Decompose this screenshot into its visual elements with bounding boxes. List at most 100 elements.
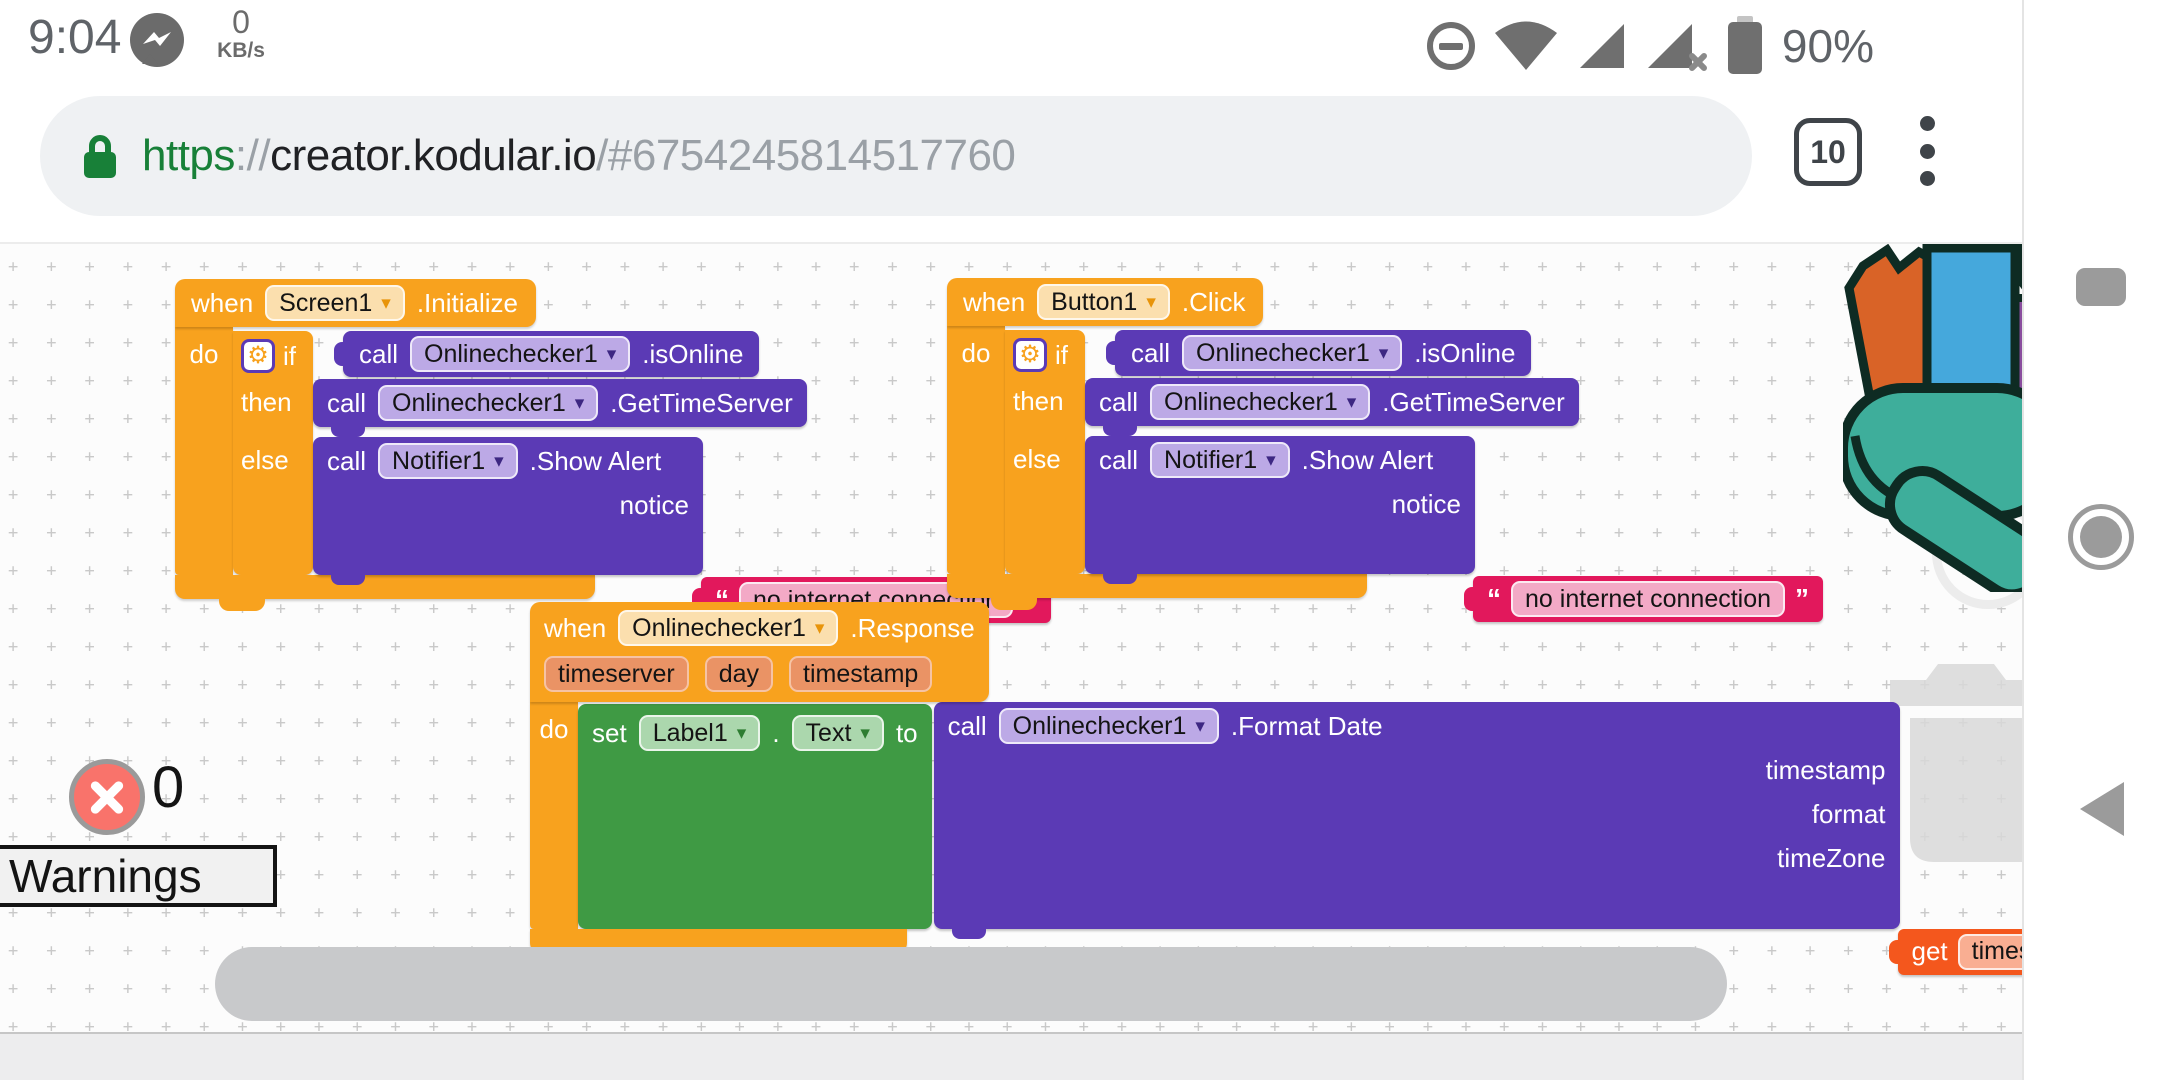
when-label: when xyxy=(963,286,1026,317)
method-name: .Show Alert xyxy=(529,445,662,476)
if-label: if xyxy=(1055,339,1068,370)
url-text[interactable]: https://creator.kodular.io/#675424581451… xyxy=(142,131,1016,181)
do-slot: do xyxy=(175,327,233,575)
do-not-disturb-icon xyxy=(1426,22,1475,70)
call-isonline-block[interactable]: call Onlinechecker1 .isOnline xyxy=(1115,330,1532,376)
blocks-workspace[interactable]: ++++++++++++++++++++++++++++++++++++++++… xyxy=(0,242,2022,1032)
then-label: then xyxy=(241,387,292,417)
event-header[interactable]: when Button1 .Click xyxy=(947,278,1264,326)
call-label: call xyxy=(947,710,987,741)
call-gettimeserver-block[interactable]: call Onlinechecker1 .GetTimeServer xyxy=(1085,378,1579,436)
call-label: call xyxy=(1131,337,1171,368)
do-slot: do xyxy=(530,702,578,929)
do-slot: do xyxy=(947,326,1005,574)
browser-menu-button[interactable] xyxy=(1920,116,1936,186)
block-when-button1-click[interactable]: when Button1 .Click do if cal xyxy=(947,278,1824,622)
recents-button[interactable] xyxy=(2076,268,2126,306)
back-button[interactable] xyxy=(2080,782,2124,836)
component-dropdown[interactable]: Screen1 xyxy=(265,285,405,321)
status-bar: 9:04 0 KB/s xyxy=(0,0,2022,92)
component-dropdown[interactable]: Label1 xyxy=(638,715,761,751)
block-when-screen1-initialize[interactable]: when Screen1 .Initialize do if xyxy=(175,279,1052,623)
tab-switcher-button[interactable]: 10 xyxy=(1794,118,1862,186)
do-label: do xyxy=(961,338,991,368)
horizontal-scrollbar[interactable] xyxy=(215,947,1727,1021)
trash-can-icon[interactable] xyxy=(1890,656,2022,868)
home-button[interactable] xyxy=(2068,504,2134,570)
param-timestamp[interactable]: timestamp xyxy=(789,656,933,692)
call-showalert-block[interactable]: call Notifier1 .Show Alert notice “ no i… xyxy=(1085,436,1824,622)
do-label: do xyxy=(189,339,219,369)
arg-label-timestamp: timestamp xyxy=(1765,754,1886,785)
component-dropdown[interactable]: Onlinechecker1 xyxy=(1150,384,1371,420)
network-speed-value: 0 xyxy=(232,4,250,40)
call-showalert-block[interactable]: call Notifier1 .Show Alert notice “ no i… xyxy=(313,437,1052,623)
component-dropdown[interactable]: Onlinechecker1 xyxy=(378,385,599,421)
event-name: .Response xyxy=(850,612,975,643)
url-bar[interactable]: https://creator.kodular.io/#675424581451… xyxy=(40,96,1752,216)
call-format-date-block[interactable]: call Onlinechecker1 .Format Date timesta… xyxy=(933,702,2022,975)
when-label: when xyxy=(191,287,254,318)
url-path: /#6754245814517760 xyxy=(596,131,1016,180)
call-isonline-block[interactable]: call Onlinechecker1 .isOnline xyxy=(343,331,760,377)
errors-count: 0 xyxy=(152,755,185,820)
event-name: .Click xyxy=(1181,286,1246,317)
else-label: else xyxy=(1013,444,1061,474)
call-label: call xyxy=(327,445,367,476)
text-value-block[interactable]: “ no internet connection ” xyxy=(1473,576,1824,622)
quote-open: “ xyxy=(1487,583,1502,614)
page-bottom-strip xyxy=(0,1032,2022,1080)
set-label1-text-block[interactable]: set Label1 . Text to xyxy=(578,704,932,929)
text-value[interactable]: no internet connection xyxy=(1511,581,1786,617)
dot-label: . xyxy=(772,717,780,748)
errors-icon[interactable] xyxy=(69,759,145,835)
component-dropdown[interactable]: Onlinechecker1 xyxy=(998,708,1219,744)
network-speed-indicator: 0 KB/s xyxy=(196,6,286,61)
secure-lock-icon[interactable] xyxy=(80,132,120,180)
event-params: timeserver day timestamp xyxy=(544,654,975,694)
event-name: .Initialize xyxy=(416,287,518,318)
property-dropdown[interactable]: Text xyxy=(791,715,884,751)
method-name: .isOnline xyxy=(642,338,744,369)
url-scheme: https xyxy=(142,131,235,180)
if-label: if xyxy=(283,340,296,371)
method-name: .Format Date xyxy=(1230,710,1383,741)
method-name: .Show Alert xyxy=(1301,444,1434,475)
mutator-gear-icon[interactable] xyxy=(241,339,275,373)
battery-percent: 90% xyxy=(1781,20,1874,72)
if-block[interactable]: if call Onlinechecker1 .isOnline then ca… xyxy=(1005,326,1824,622)
mutator-gear-icon[interactable] xyxy=(1013,338,1047,372)
messenger-notification-icon xyxy=(130,13,184,67)
call-label: call xyxy=(327,387,367,418)
set-label: set xyxy=(592,717,627,748)
param-timeserver[interactable]: timeserver xyxy=(544,656,689,692)
component-dropdown[interactable]: Notifier1 xyxy=(378,443,518,479)
component-dropdown[interactable]: Notifier1 xyxy=(1150,442,1290,478)
network-speed-unit: KB/s xyxy=(217,39,265,62)
wifi-icon xyxy=(1494,21,1557,70)
quote-close: ” xyxy=(1795,583,1810,614)
battery-icon xyxy=(1727,16,1762,74)
warnings-button[interactable]: Warnings xyxy=(0,845,277,907)
warnings-label: Warnings xyxy=(9,850,202,902)
get-timestamp-block[interactable]: get timestamp xyxy=(1897,928,2022,975)
if-block[interactable]: if call Onlinechecker1 .isOnline then ca… xyxy=(233,327,1052,623)
variable-dropdown[interactable]: timestamp xyxy=(1957,933,2022,970)
event-footer xyxy=(947,574,1367,610)
to-label: to xyxy=(895,717,918,748)
when-label: when xyxy=(544,612,607,643)
param-day[interactable]: day xyxy=(704,656,773,692)
component-dropdown[interactable]: Onlinechecker1 xyxy=(618,610,839,646)
block-when-onlinechecker1-response[interactable]: when Onlinechecker1 .Response timeserver… xyxy=(530,602,2022,975)
call-label: call xyxy=(359,338,399,369)
event-footer xyxy=(175,575,595,611)
kodular-mascot-illustration xyxy=(1843,244,2022,592)
call-gettimeserver-block[interactable]: call Onlinechecker1 .GetTimeServer xyxy=(313,379,807,437)
component-dropdown[interactable]: Onlinechecker1 xyxy=(410,336,631,372)
arg-label-notice: notice xyxy=(1391,488,1462,519)
event-header[interactable]: when Onlinechecker1 .Response timeserver… xyxy=(530,602,989,702)
event-header[interactable]: when Screen1 .Initialize xyxy=(175,279,536,327)
call-label: call xyxy=(1099,386,1139,417)
component-dropdown[interactable]: Button1 xyxy=(1037,284,1170,320)
component-dropdown[interactable]: Onlinechecker1 xyxy=(1182,335,1403,371)
